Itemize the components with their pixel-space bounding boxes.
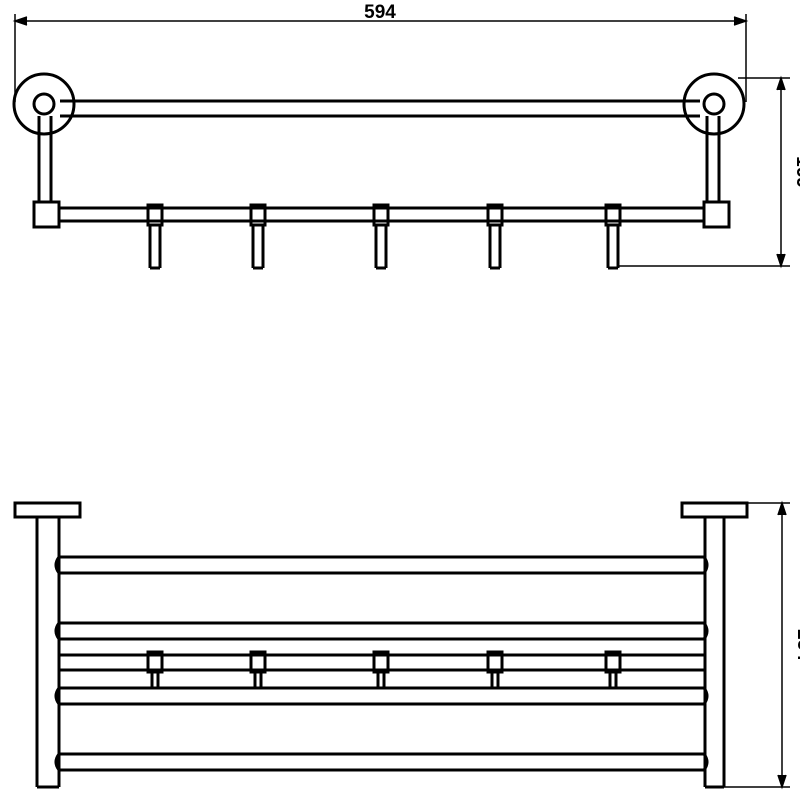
- front-hook-2: [249, 650, 267, 689]
- left-wall-plate: [13, 501, 82, 519]
- front-hook-4: [486, 650, 504, 689]
- height-dimension-label: 234: [793, 629, 800, 661]
- hook-3: [372, 203, 390, 270]
- hook-4: [486, 203, 504, 270]
- front-hook-3: [372, 650, 390, 689]
- left-corner-block: [32, 200, 61, 229]
- height-dimension: [724, 500, 790, 790]
- shelf-bar-3: [54, 686, 709, 706]
- depth-dimension-label: 169: [792, 156, 800, 188]
- top-bar: [60, 99, 700, 118]
- shelf-bar-2: [54, 621, 709, 641]
- width-dimension: [12, 14, 749, 102]
- left-flange: [12, 72, 76, 136]
- right-flange: [682, 72, 746, 136]
- hook-rail: [59, 653, 704, 672]
- width-dimension-label: 594: [364, 2, 396, 23]
- left-arm: [37, 116, 53, 202]
- depth-dimension: [618, 75, 790, 269]
- hook-2: [249, 203, 267, 270]
- top-view: 594 169: [12, 2, 800, 270]
- right-wall-plate: [680, 501, 749, 519]
- front-hook-1: [146, 650, 164, 689]
- right-post: [703, 517, 726, 789]
- left-post: [35, 517, 61, 789]
- front-rail: [59, 206, 704, 223]
- front-hook-5: [604, 650, 622, 689]
- hook-5: [604, 203, 622, 270]
- hook-1: [146, 203, 164, 270]
- right-arm: [705, 116, 721, 202]
- front-view: 234: [13, 500, 800, 790]
- shelf-bar-1: [54, 555, 709, 575]
- shelf-bar-4: [54, 752, 709, 772]
- right-corner-block: [702, 200, 731, 229]
